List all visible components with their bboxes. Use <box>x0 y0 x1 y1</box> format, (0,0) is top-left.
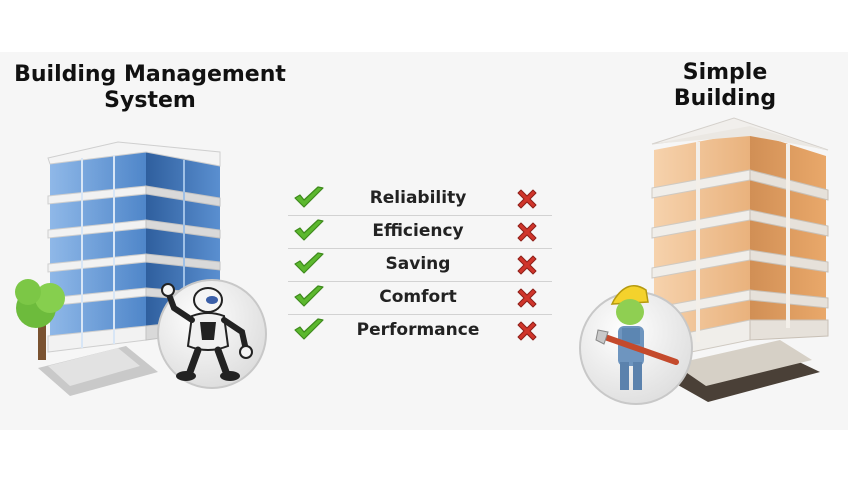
check-icon <box>294 285 324 307</box>
check-icon <box>294 186 324 208</box>
cross-icon <box>517 255 537 275</box>
bms-title: Building Management System <box>12 62 288 114</box>
cross-icon <box>517 222 537 242</box>
simple-building-illustration <box>579 117 829 405</box>
bms-title-line-1: Building Management <box>14 62 286 87</box>
simple-building-title: Simple Building <box>650 60 800 112</box>
check-icon <box>294 219 324 241</box>
cross-icon <box>517 321 537 341</box>
bms-title-line-2: System <box>104 88 196 113</box>
comparison-row: Saving <box>288 249 552 282</box>
feature-label: Performance <box>356 320 480 340</box>
comparison-row: Efficiency <box>288 216 552 249</box>
simple-building-title-line-1: Simple <box>682 60 768 85</box>
comparison-row: Performance <box>288 315 552 347</box>
bms-building-illustration <box>15 141 267 396</box>
feature-label: Saving <box>385 254 451 274</box>
comparison-row: Comfort <box>288 282 552 315</box>
cross-icon <box>517 288 537 308</box>
comparison-row: Reliability <box>288 183 552 216</box>
check-icon <box>294 318 324 340</box>
simple-building-title-line-2: Building <box>673 86 777 111</box>
check-icon <box>294 252 324 274</box>
feature-label: Reliability <box>369 188 467 208</box>
cross-icon <box>517 189 537 209</box>
feature-label: Efficiency <box>372 221 464 241</box>
feature-label: Comfort <box>379 287 457 307</box>
